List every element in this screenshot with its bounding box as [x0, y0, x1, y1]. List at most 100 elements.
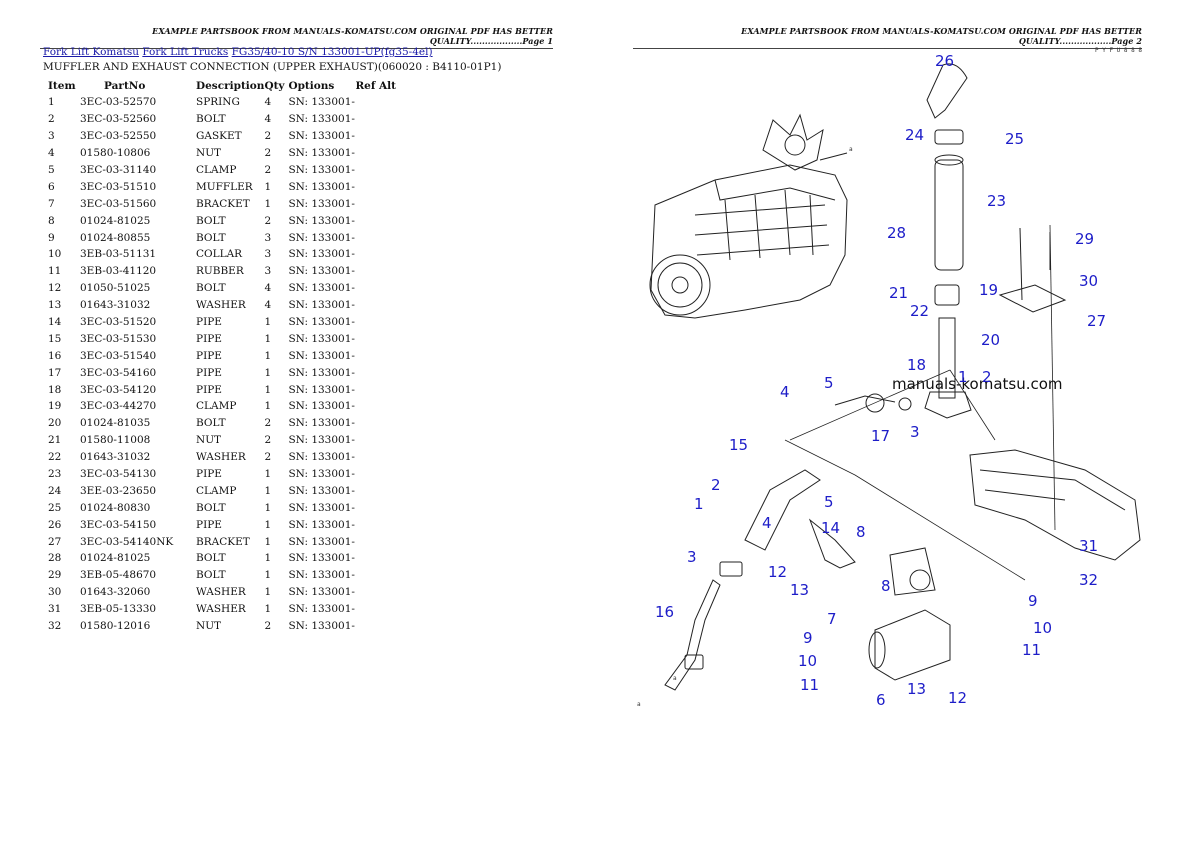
cell-qty: 1 — [264, 586, 272, 599]
cell-ref-alt — [355, 449, 405, 466]
cell-description: BOLT — [196, 214, 226, 227]
callout-6: 6 — [876, 691, 886, 709]
diagram-code: P Y F U 8 8 8 — [1095, 47, 1142, 54]
cell-partno: 01643-31032 — [80, 299, 151, 312]
breadcrumb-link-category[interactable]: Fork Lift Trucks — [142, 46, 229, 58]
cell-qty: 1 — [264, 569, 272, 582]
callout-1: 1 — [958, 368, 968, 386]
cell-description: PIPE — [196, 332, 222, 345]
cell-partno: 3EE-03-23650 — [80, 484, 157, 497]
cell-ref-alt — [355, 567, 405, 584]
callout-4: 4 — [780, 383, 790, 401]
callout-26: 26 — [935, 52, 954, 70]
callout-23: 23 — [987, 192, 1006, 210]
cell-partno: 01580-12016 — [80, 620, 151, 633]
callout-30: 30 — [1079, 272, 1098, 290]
callout-9: 9 — [1028, 592, 1038, 610]
cell-ref-alt — [355, 145, 405, 162]
cell-partno: 01024-80830 — [80, 501, 151, 514]
column-header-description: Description — [196, 79, 265, 92]
cell-qty: 1 — [264, 349, 272, 362]
cell-options: SN: 133001- — [288, 164, 355, 176]
cell-ref-alt — [355, 330, 405, 347]
cell-qty: 3 — [264, 248, 272, 261]
cell-ref-alt — [355, 432, 405, 449]
cell-item: 20 — [48, 417, 62, 430]
cell-options: SN: 133001- — [288, 197, 355, 210]
cell-description: PIPE — [196, 316, 222, 329]
callout-5: 5 — [824, 374, 834, 392]
cell-ref-alt — [355, 94, 405, 111]
cell-description: CLAMP — [196, 484, 237, 497]
callout-15: 15 — [729, 436, 748, 454]
callout-25: 25 — [1005, 130, 1024, 148]
cell-item: 29 — [48, 569, 62, 582]
cell-qty: 4 — [264, 282, 272, 295]
cell-partno: 3EC-03-54150 — [80, 518, 157, 531]
cell-ref-alt — [355, 229, 405, 246]
cell-ref-alt — [355, 212, 405, 229]
cell-partno: 3EC-03-54120 — [80, 383, 157, 396]
breadcrumb: Fork Lift Komatsu Fork Lift Trucks FG35/… — [43, 46, 433, 58]
callout-18: 18 — [907, 356, 926, 374]
cell-options: SN: 133001- — [288, 316, 355, 329]
cell-ref-alt — [355, 550, 405, 567]
cell-partno: 3EC-03-44270 — [80, 400, 157, 413]
callout-2: 2 — [982, 368, 992, 386]
cell-ref-alt — [355, 128, 405, 145]
cell-options: SN: 133001- — [288, 451, 355, 464]
page-header: EXAMPLE PARTSBOOK FROM MANUALS-KOMATSU.C… — [40, 26, 553, 49]
callout-10-lower: 10 — [798, 652, 817, 670]
cell-description: BRACKET — [196, 197, 250, 210]
page-header: EXAMPLE PARTSBOOK FROM MANUALS-KOMATSU.C… — [633, 26, 1142, 49]
cell-qty: 1 — [264, 603, 272, 616]
cell-qty: 2 — [264, 451, 272, 464]
cell-qty: 2 — [264, 147, 272, 160]
column-header-item: Item — [48, 79, 76, 92]
cell-partno: 3EB-03-51131 — [80, 248, 157, 261]
cell-partno: 3EC-03-51530 — [80, 332, 157, 345]
cell-options: SN: 133001- — [288, 518, 355, 531]
breadcrumb-link-brand[interactable]: Fork Lift Komatsu — [43, 46, 139, 58]
cell-options: SN: 133001- — [288, 180, 355, 193]
cell-qty: 1 — [264, 316, 272, 329]
cell-options: SN: 133001- — [288, 468, 355, 481]
cell-partno: 3EC-03-51510 — [80, 180, 157, 193]
cell-options: SN: 133001- — [288, 569, 355, 582]
cell-partno: 01643-31032 — [80, 451, 151, 464]
cell-options: SN: 133001- — [288, 113, 355, 126]
callout-24: 24 — [905, 126, 924, 144]
cell-ref-alt — [355, 533, 405, 550]
cell-qty: 1 — [264, 400, 272, 413]
callout-3: 3 — [910, 423, 920, 441]
cell-ref-alt — [355, 364, 405, 381]
cell-options: SN: 133001- — [288, 248, 355, 261]
callout-9-lower: 9 — [803, 629, 813, 647]
cell-item: 2 — [48, 113, 55, 126]
cell-options: SN: 133001- — [288, 265, 355, 278]
cell-options: SN: 133001- — [288, 383, 355, 396]
cell-item: 25 — [48, 501, 62, 514]
callout-12: 12 — [768, 563, 787, 581]
cell-ref-alt — [355, 195, 405, 212]
cell-qty: 1 — [264, 518, 272, 531]
cell-options: SN: 133001- — [288, 535, 355, 548]
cell-item: 10 — [48, 248, 62, 261]
cell-item: 16 — [48, 349, 62, 362]
cell-description: BRACKET — [196, 535, 250, 548]
callout-10: 10 — [1033, 619, 1052, 637]
breadcrumb-link-model[interactable]: FG35/40-10 S/N 133001-UP(fg35-4el) — [231, 46, 433, 58]
